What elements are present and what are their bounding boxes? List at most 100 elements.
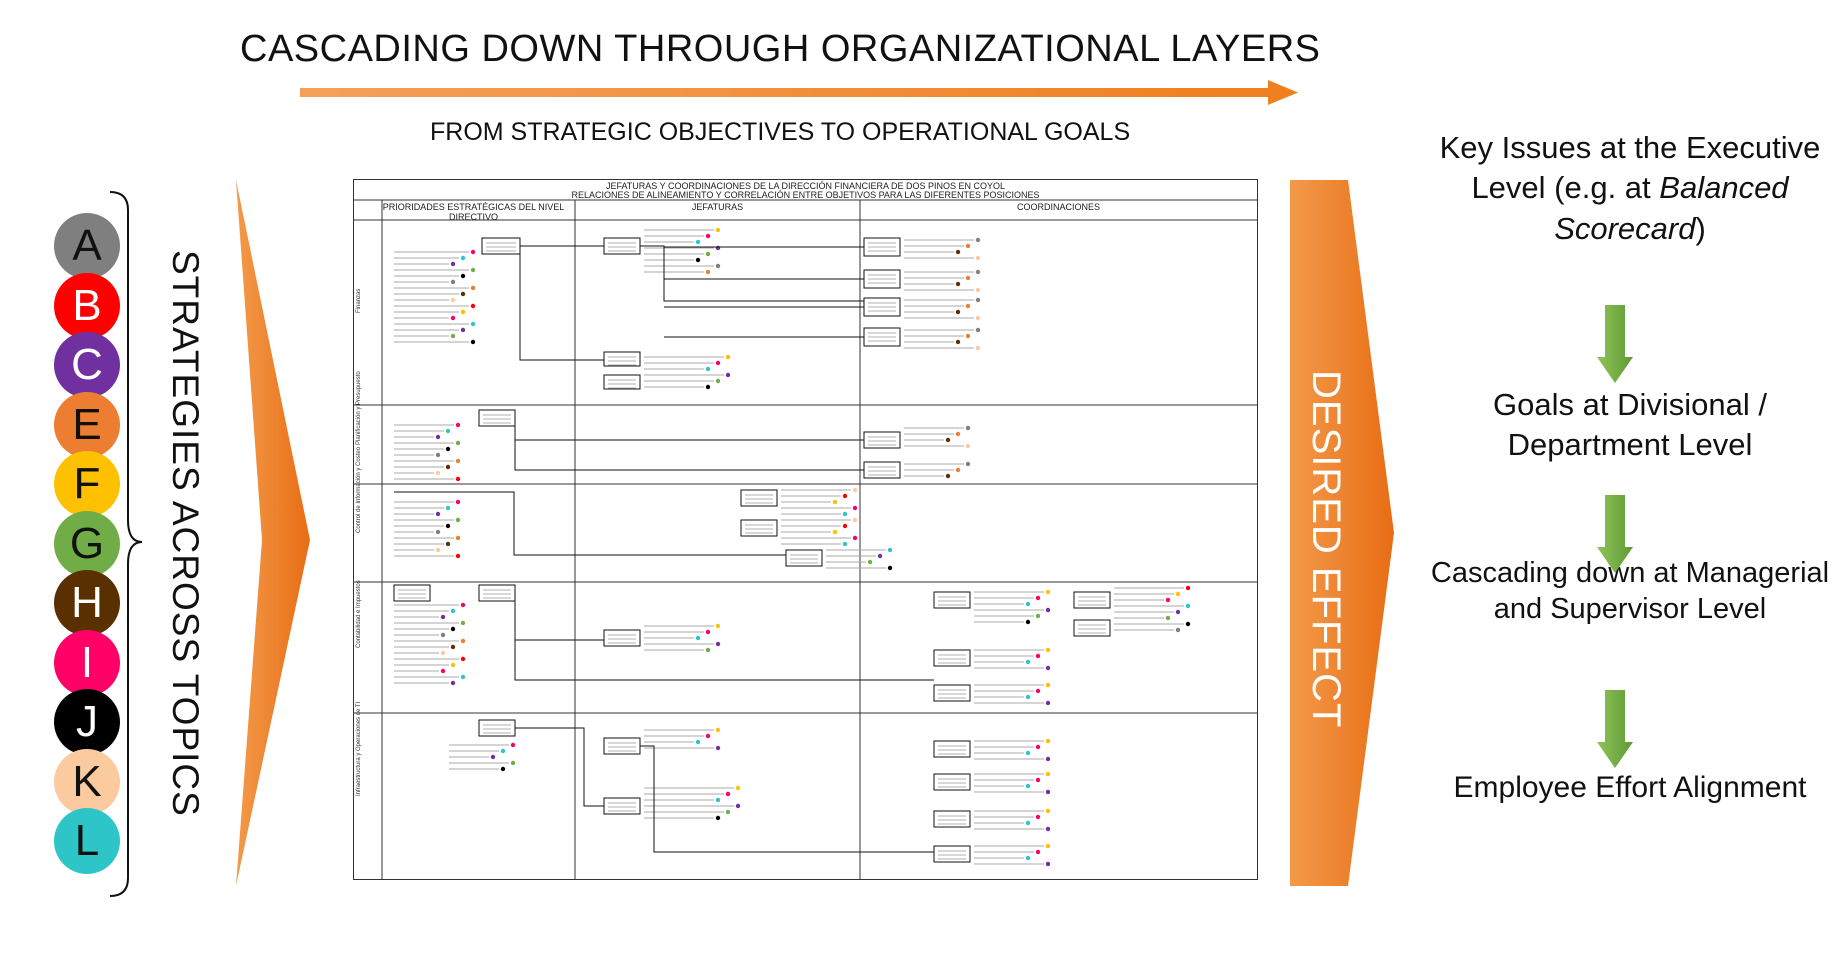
row-label: Infraestructura y Operaciones de TI <box>356 701 362 796</box>
strategy-dot <box>965 243 971 249</box>
strategy-dot <box>1035 744 1041 750</box>
strategy-dot <box>1035 653 1041 659</box>
strategy-dot <box>460 638 466 644</box>
strategy-dot <box>965 443 971 449</box>
strategy-dot <box>450 662 456 668</box>
strategy-dot <box>435 470 441 476</box>
objective-box <box>603 629 641 647</box>
divisional-level-text: Goals at Divisional / Department Level <box>1493 387 1767 463</box>
strategy-dot <box>975 237 981 243</box>
strategy-circle-k: K <box>54 748 120 815</box>
strategy-dot <box>1045 789 1051 795</box>
strategy-dot <box>445 541 451 547</box>
objective-box <box>740 489 778 507</box>
strategy-dot <box>1045 738 1051 744</box>
strategy-dot <box>1175 627 1181 633</box>
column-header-priorities: PRIORIDADES ESTRATÉGICAS DEL NIVEL DIREC… <box>382 202 565 222</box>
strategy-dot <box>460 327 466 333</box>
strategy-dot <box>965 425 971 431</box>
objective-box <box>740 519 778 537</box>
strategy-dot <box>1025 783 1031 789</box>
objective-box <box>603 237 641 255</box>
strategy-dot <box>500 748 506 754</box>
strategy-dot <box>460 255 466 261</box>
strategy-dot <box>1025 659 1031 665</box>
strategy-dot <box>1175 591 1181 597</box>
objective-box <box>863 431 901 449</box>
strategy-dot <box>715 797 721 803</box>
objective-box <box>603 351 641 367</box>
connector-line <box>514 440 864 471</box>
strategy-dot <box>1045 843 1051 849</box>
strategy-dot <box>1165 597 1171 603</box>
strategy-dot <box>1035 814 1041 820</box>
employee-level-text: Employee Effort Alignment <box>1453 771 1807 804</box>
top-arrow-icon <box>300 80 1298 105</box>
strategy-dot <box>440 614 446 620</box>
strategy-dot <box>715 245 721 251</box>
strategy-circle-e: E <box>54 391 120 458</box>
strategy-dot <box>445 505 451 511</box>
strategy-dot <box>945 473 951 479</box>
strategy-dot <box>1045 700 1051 706</box>
strategy-dot <box>832 499 838 505</box>
strategy-dot <box>435 547 441 553</box>
strategy-dot <box>455 458 461 464</box>
down-arrow-icon <box>1597 690 1633 768</box>
strategy-dot <box>455 422 461 428</box>
objective-box <box>478 719 516 737</box>
strategy-dot <box>1045 756 1051 762</box>
strategy-dot <box>1165 615 1171 621</box>
strategy-dot <box>450 644 456 650</box>
strategy-dot <box>1185 603 1191 609</box>
strategy-dot <box>965 333 971 339</box>
strategy-dot <box>1045 589 1051 595</box>
strategy-dot <box>715 727 721 733</box>
strategy-dot <box>1035 849 1041 855</box>
strategy-dot <box>455 499 461 505</box>
strategy-dot <box>455 440 461 446</box>
strategy-dot <box>705 251 711 257</box>
strategy-dot <box>695 739 701 745</box>
strategy-dot <box>490 754 496 760</box>
strategy-dot <box>455 553 461 559</box>
objective-box <box>933 773 971 791</box>
objective-box <box>933 810 971 828</box>
managerial-level-text: Cascading down at Managerial and Supervi… <box>1430 557 1830 626</box>
objective-box <box>393 584 431 602</box>
strategy-dot <box>1175 609 1181 615</box>
strategy-dot <box>1035 777 1041 783</box>
strategy-dot <box>440 650 446 656</box>
strategy-dot <box>1035 595 1041 601</box>
column-header-jefaturas: JEFATURAS <box>691 202 744 212</box>
strategy-dot <box>705 366 711 372</box>
strategy-dot <box>470 267 476 273</box>
strategy-dot <box>725 809 731 815</box>
strategy-circle-l: L <box>54 808 120 874</box>
strategy-dot <box>975 315 981 321</box>
objective-box <box>933 649 971 667</box>
strategy-dot <box>832 529 838 535</box>
strategy-dot <box>1045 826 1051 832</box>
strategy-dot <box>725 372 731 378</box>
strategy-dot <box>510 742 516 748</box>
down-arrow-icon <box>1597 305 1633 383</box>
strategy-circle-j: J <box>54 689 120 755</box>
strategy-dot <box>460 674 466 680</box>
strategy-circle-b: B <box>54 272 120 339</box>
strategy-dot <box>715 623 721 629</box>
strategy-dot <box>1035 613 1041 619</box>
strategy-dot <box>460 309 466 315</box>
strategy-dot <box>715 378 721 384</box>
strategy-dot <box>965 303 971 309</box>
strategy-dot <box>455 517 461 523</box>
desired-effect-label: DESIRED EFFECT <box>1304 370 1348 729</box>
objective-box <box>1073 591 1111 609</box>
connector-line <box>394 491 786 556</box>
strategy-dot <box>1185 621 1191 627</box>
strategy-dot <box>470 321 476 327</box>
strategy-dot <box>695 635 701 641</box>
strategy-dot <box>955 339 961 345</box>
strategy-dot <box>445 446 451 452</box>
strategy-dot <box>470 339 476 345</box>
